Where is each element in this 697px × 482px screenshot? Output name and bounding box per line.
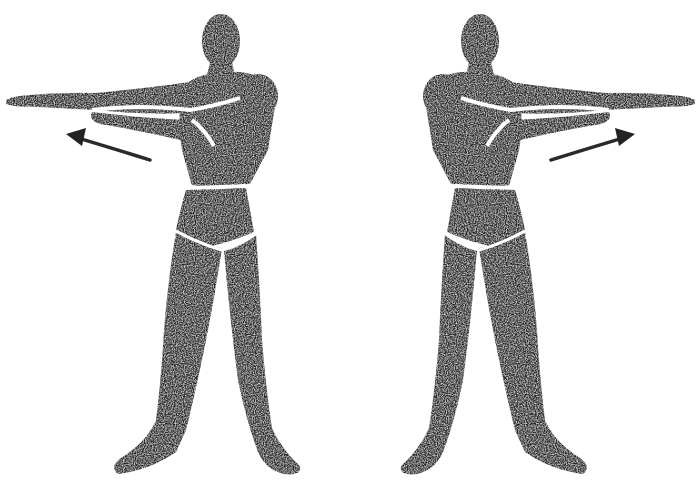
figure-left-panel [6, 14, 300, 474]
figure-right-panel [401, 14, 695, 474]
